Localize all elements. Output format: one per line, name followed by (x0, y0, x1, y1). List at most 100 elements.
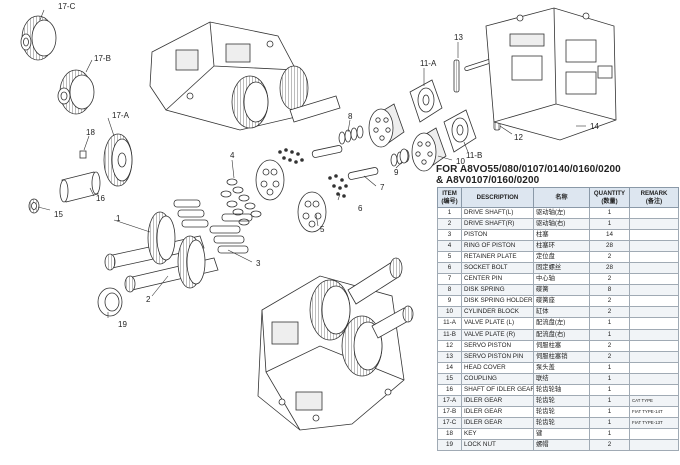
cell-remark (629, 328, 679, 341)
cell-name-cn: 伺服柱塞 (533, 339, 590, 352)
cell-quantity: 1 (589, 372, 630, 385)
cell-item: 19 (437, 438, 462, 452)
cell-item: 11-A (437, 317, 462, 330)
table-header-row: ITEM(编号) DESCRIPTION 名称 QUANTITY(数量) REM… (437, 187, 679, 208)
cell-item: 15 (437, 372, 462, 385)
cell-quantity: 28 (589, 240, 630, 253)
cell-description: PISTON (461, 229, 534, 242)
callout-2: 2 (146, 295, 151, 304)
header-item: ITEM(编号) (437, 187, 462, 208)
header-quantity: QUANTITY(数量) (589, 187, 630, 208)
cell-description: DRIVE SHAFT(R) (461, 218, 534, 231)
cell-quantity: 2 (589, 295, 630, 308)
idler-gear-17b (57, 69, 95, 115)
cell-remark (629, 427, 679, 440)
cell-quantity: 1 (589, 328, 630, 341)
cell-description: VALVE PLATE (R) (461, 328, 534, 341)
cell-name-cn: 碟簧座 (533, 295, 590, 308)
cell-item: 2 (437, 218, 462, 231)
callout-17b: 17-B (94, 54, 111, 63)
callout-1: 1 (116, 214, 121, 223)
cell-remark (629, 218, 679, 231)
cell-item: 16 (437, 383, 462, 396)
cell-remark (629, 229, 679, 242)
retainer-plates-5 (255, 159, 327, 233)
cell-name-cn: 轮齿轮轴 (533, 383, 590, 396)
callout-labels: 17-C 17-B 17-A 18 16 15 1 2 19 3 4 5 6 7… (54, 2, 599, 329)
cell-name-cn: 固定螺丝 (533, 262, 590, 275)
key-18 (79, 150, 87, 159)
model-heading-line1: FOR A8VO55/080/0107/0140/0160/0200 (436, 164, 621, 175)
cell-quantity: 2 (589, 438, 630, 452)
cell-remark (629, 206, 679, 220)
cell-remark (629, 273, 679, 286)
cell-remark (629, 284, 679, 297)
cell-item: 3 (437, 229, 462, 242)
cell-quantity: 28 (589, 262, 630, 275)
drive-shaft-2 (124, 235, 219, 293)
cell-item: 5 (437, 251, 462, 264)
cell-quantity: 1 (589, 416, 630, 429)
valve-plate-11b (443, 109, 477, 153)
valve-plate-11a (409, 79, 443, 123)
cell-description: COUPLING (461, 372, 534, 385)
cell-quantity: 14 (589, 229, 630, 242)
idler-gear-shaft-16 (59, 171, 101, 203)
cell-name-cn: 定位盘 (533, 251, 590, 264)
cell-name-cn: 键 (533, 427, 590, 440)
callout-11b: 11-B (466, 151, 482, 160)
callout-19: 19 (118, 320, 127, 329)
cell-description: VALVE PLATE (L) (461, 317, 534, 330)
callout-14: 14 (590, 122, 599, 131)
cell-description: HEAD COVER (461, 361, 534, 374)
coupling-15 (28, 198, 40, 214)
cell-description: DISK SPRING HOLDER (461, 295, 534, 308)
model-heading: FOR A8VO55/080/0107/0140/0160/0200 & A8V… (436, 164, 680, 186)
cell-name-cn: 碟簧 (533, 284, 590, 297)
cell-quantity: 2 (589, 306, 630, 319)
cell-description: SOCKET BOLT (461, 262, 534, 275)
cell-remark (629, 262, 679, 275)
cell-remark (629, 438, 679, 452)
disk-spring-holder-9 (399, 148, 409, 164)
cell-description: RETAINER PLATE (461, 251, 534, 264)
cell-name-cn: 伺服柱塞销 (533, 350, 590, 363)
cell-quantity: 1 (589, 317, 630, 330)
callout-9: 9 (394, 168, 399, 177)
cell-remark (629, 306, 679, 319)
cell-item: 9 (437, 295, 462, 308)
cell-item: 17-B (437, 405, 462, 418)
center-pins-7 (311, 145, 379, 180)
cylinder-blocks-10 (368, 103, 447, 172)
head-cover-14 (485, 7, 617, 141)
cell-item: 11-B (437, 328, 462, 341)
callout-15: 15 (54, 210, 63, 219)
cell-description: KEY (461, 427, 534, 440)
pump-housing-top (149, 21, 341, 131)
callout-16: 16 (96, 194, 105, 203)
cell-name-cn: 泵头盖 (533, 361, 590, 374)
cell-quantity: 1 (589, 218, 630, 231)
socket-bolts-6 (278, 148, 348, 198)
cell-remark (629, 240, 679, 253)
callout-5: 5 (320, 225, 325, 234)
cell-quantity: 2 (589, 350, 630, 363)
callout-13: 13 (454, 33, 463, 42)
cell-remark (629, 339, 679, 352)
callout-17a: 17-A (112, 111, 130, 120)
cell-remark (629, 361, 679, 374)
